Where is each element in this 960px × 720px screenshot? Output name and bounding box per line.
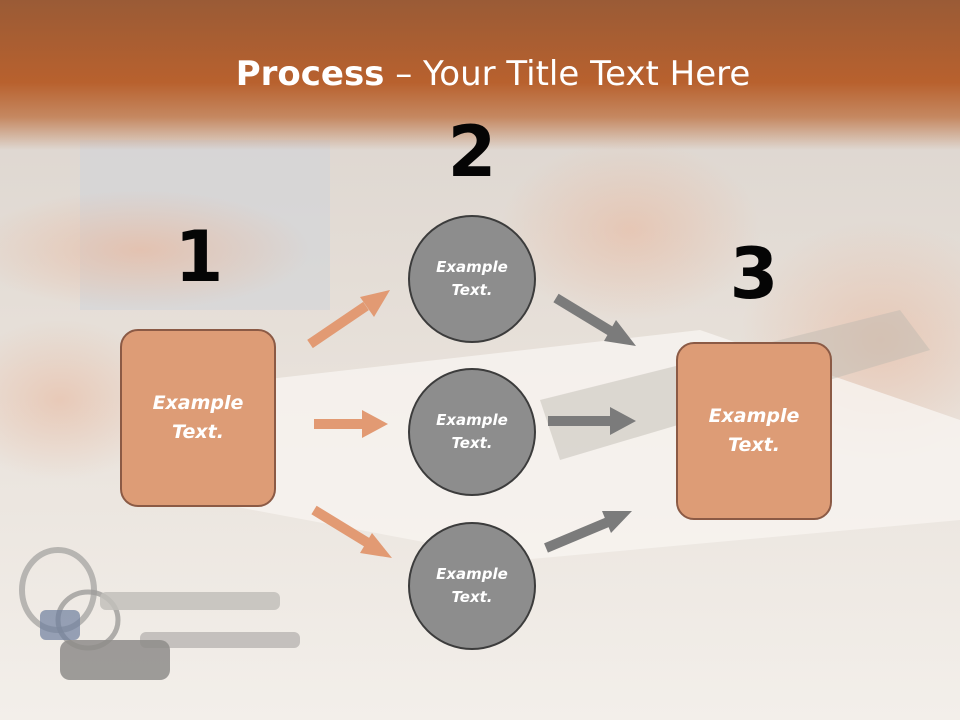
title-band bbox=[0, 0, 960, 150]
step-1-text: Example Text. bbox=[152, 392, 244, 443]
step-2-circle-bottom: Example Text. bbox=[408, 522, 536, 650]
arrow-1-to-mid bbox=[314, 410, 388, 438]
arrow-top-to-3 bbox=[553, 293, 636, 346]
step-3-box: Example Text. bbox=[676, 342, 832, 520]
step-2-circle-middle: Example Text. bbox=[408, 368, 536, 496]
step-2-middle-text: Example Text. bbox=[436, 411, 508, 452]
title-rest: – Your Title Text Here bbox=[384, 54, 751, 94]
arrow-mid-to-3 bbox=[548, 407, 636, 435]
step-1-number: 1 bbox=[174, 216, 224, 298]
step-2-circle-top: Example Text. bbox=[408, 215, 536, 343]
step-1-box: Example Text. bbox=[120, 329, 276, 507]
step-2-number: 2 bbox=[447, 111, 497, 193]
step-2-bottom-text: Example Text. bbox=[436, 565, 508, 606]
arrow-bottom-to-3 bbox=[544, 511, 632, 553]
slide-title: Process – Your Title Text Here bbox=[0, 52, 960, 96]
arrow-1-to-bottom bbox=[311, 505, 392, 558]
title-bold: Process bbox=[235, 54, 385, 94]
step-3-text: Example Text. bbox=[708, 405, 800, 456]
step-2-top-text: Example Text. bbox=[436, 258, 508, 299]
arrow-1-to-top bbox=[307, 290, 390, 349]
step-3-number: 3 bbox=[729, 233, 779, 315]
